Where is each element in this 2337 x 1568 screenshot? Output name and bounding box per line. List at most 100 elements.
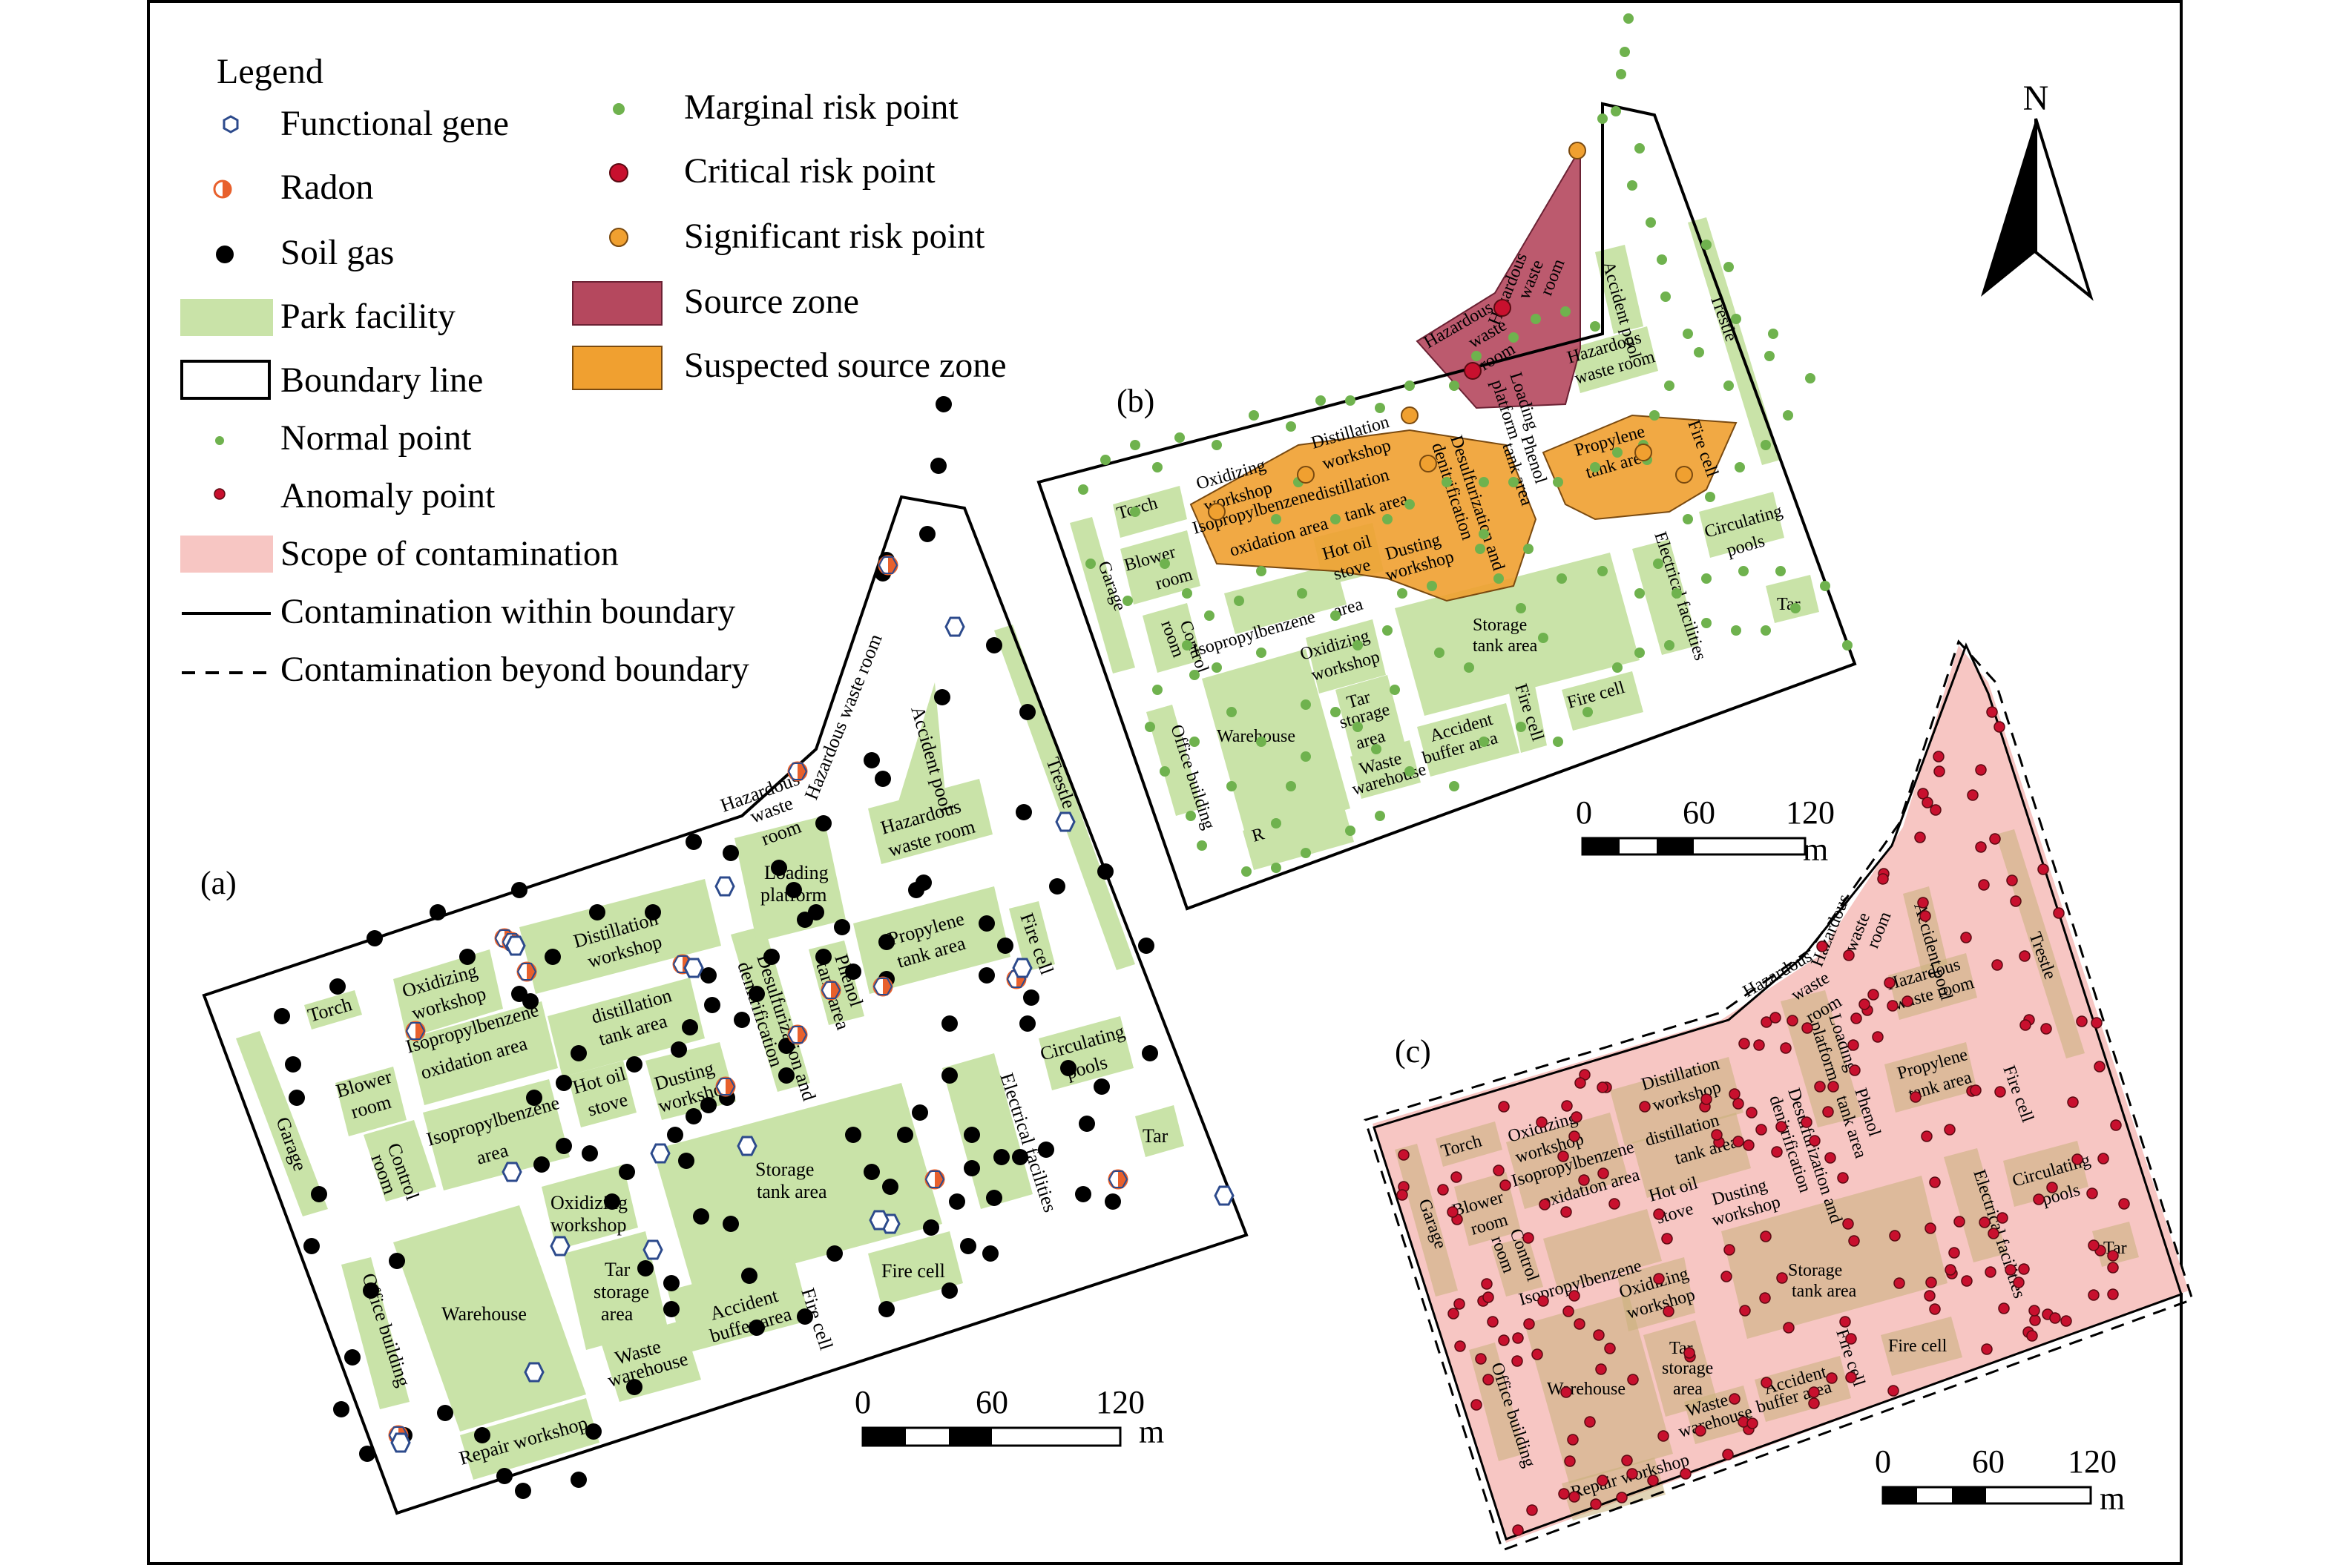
soil-gas-point <box>763 949 780 965</box>
facility-propylene-c <box>1884 1042 1977 1113</box>
soil-gas-point <box>864 1164 880 1180</box>
marginal-risk-point <box>1660 291 1671 302</box>
facility-waste-wh-a <box>601 1320 701 1402</box>
anomaly-point <box>1991 959 2003 971</box>
soil-gas-point <box>663 1275 680 1291</box>
legend-label-boundary-line: Boundary line <box>280 360 483 400</box>
anomaly-point <box>1960 932 1972 943</box>
soil-gas-point <box>771 860 787 876</box>
anomaly-point <box>1801 1116 1812 1128</box>
anomaly-point <box>1917 788 1929 800</box>
functional-gene-point <box>1012 958 1033 978</box>
contamination-beyond-boundary-c <box>1364 639 2194 1552</box>
panel-a-label: (a) <box>200 865 237 901</box>
anomaly-point <box>1437 1184 1449 1196</box>
anomaly-point <box>1470 1399 1482 1411</box>
soil-gas-point <box>389 1253 405 1269</box>
facility-fire-cell-b <box>1506 671 1547 753</box>
anomaly-point <box>2110 1119 2122 1131</box>
facility-garage-a <box>236 1031 328 1216</box>
marginal-risk-point <box>1271 514 1281 524</box>
radon-point <box>787 1024 808 1045</box>
anomaly-point <box>1661 1233 1673 1245</box>
label-fire-cell3-a: Fire cell <box>881 1260 945 1282</box>
facility-fire-cell2-b <box>1562 671 1643 731</box>
radon-point <box>516 961 537 982</box>
legend-label-source-zone: Source zone <box>684 282 859 321</box>
marginal-risk-point <box>1189 737 1200 747</box>
anomaly-point <box>2076 1015 2088 1027</box>
anomaly-point <box>1910 1091 1922 1103</box>
marginal-risk-point <box>1657 254 1667 265</box>
anomaly-point <box>1970 1084 1982 1096</box>
radon-point <box>924 1169 945 1190</box>
marginal-risk-point <box>1382 514 1393 524</box>
panel-c: Torch Garage Oxidizing workshop Isopropy… <box>1364 639 2194 1552</box>
marginal-risk-point <box>1182 588 1192 599</box>
anomaly-point <box>1948 1247 1960 1259</box>
anomaly-point <box>1447 1308 1459 1320</box>
soil-gas-point <box>474 1427 490 1443</box>
anomaly-point <box>2088 1289 2100 1301</box>
anomaly-point <box>1450 1171 1462 1183</box>
anomaly-point <box>2118 1198 2130 1210</box>
anomaly-point <box>1867 989 1879 1001</box>
marginal-risk-point <box>1842 640 1853 650</box>
anomaly-point <box>1953 1216 1965 1228</box>
anomaly-point <box>1847 1039 1859 1051</box>
marginal-risk-point <box>1623 13 1634 24</box>
facility-repair-c <box>1562 1457 1666 1521</box>
anomaly-point <box>1933 765 1945 777</box>
marginal-risk-point <box>1612 447 1623 458</box>
functional-gene-point <box>390 1432 411 1453</box>
label-oxidizing2-a-2: workshop <box>550 1214 627 1236</box>
marginal-risk-point <box>1160 559 1170 569</box>
anomaly-point <box>1988 1228 1999 1239</box>
anomaly-point <box>1979 1216 1991 1228</box>
anomaly-point <box>1396 1189 1408 1201</box>
marginal-risk-point <box>1449 381 1459 391</box>
functional-gene-point <box>1055 811 1076 832</box>
facility-circulating-c <box>2003 1141 2088 1207</box>
marginal-risk-point <box>1531 314 1541 324</box>
soil-gas-point <box>1105 1193 1121 1210</box>
marginal-risk-point <box>1620 47 1630 57</box>
marginal-risk-point <box>1352 722 1363 732</box>
anomaly-point <box>1595 1363 1607 1375</box>
anomaly-point <box>1539 1199 1551 1210</box>
soil-gas-point <box>285 1056 301 1073</box>
soil-gas-point <box>964 1127 980 1143</box>
anomaly-point <box>1929 1303 1941 1315</box>
radon-point <box>787 761 808 782</box>
anomaly-point <box>1481 1278 1493 1290</box>
soil-gas-point <box>704 997 720 1013</box>
marginal-risk-point <box>1085 559 1096 569</box>
anomaly-point <box>1578 1174 1590 1186</box>
marginal-risk-point <box>1152 462 1163 472</box>
functional-gene-point <box>944 616 965 637</box>
functional-gene-point <box>869 1210 890 1231</box>
anomaly-point <box>2088 1239 2100 1251</box>
marginal-risk-point <box>1560 306 1571 317</box>
legend-label-anomaly-point: Anomaly point <box>280 476 496 515</box>
marginal-risk-point <box>1390 685 1400 695</box>
marginal-risk-point <box>1723 262 1734 272</box>
legend-red-dot-icon <box>609 163 628 182</box>
anomaly-point <box>1738 1038 1750 1050</box>
label-tar-storage-c-2: storage <box>1662 1359 1713 1378</box>
label-tar-storage-a-1: Tar <box>605 1259 631 1280</box>
anomaly-point <box>1597 1081 1608 1093</box>
marginal-risk-point <box>1186 811 1196 821</box>
anomaly-point <box>1729 1088 1741 1100</box>
facility-iso-area-c <box>1543 1209 1662 1291</box>
anomaly-point <box>1776 1272 1788 1284</box>
facility-tar-c <box>2092 1222 2139 1267</box>
soil-gas-point <box>875 771 891 787</box>
facility-torch-a <box>304 990 362 1030</box>
marginal-risk-point <box>1701 573 1712 584</box>
marginal-risk-point <box>1705 492 1715 502</box>
anomaly-point <box>1996 1212 2008 1224</box>
anomaly-point <box>1914 831 1926 843</box>
legend-green-dot-icon <box>613 103 625 115</box>
